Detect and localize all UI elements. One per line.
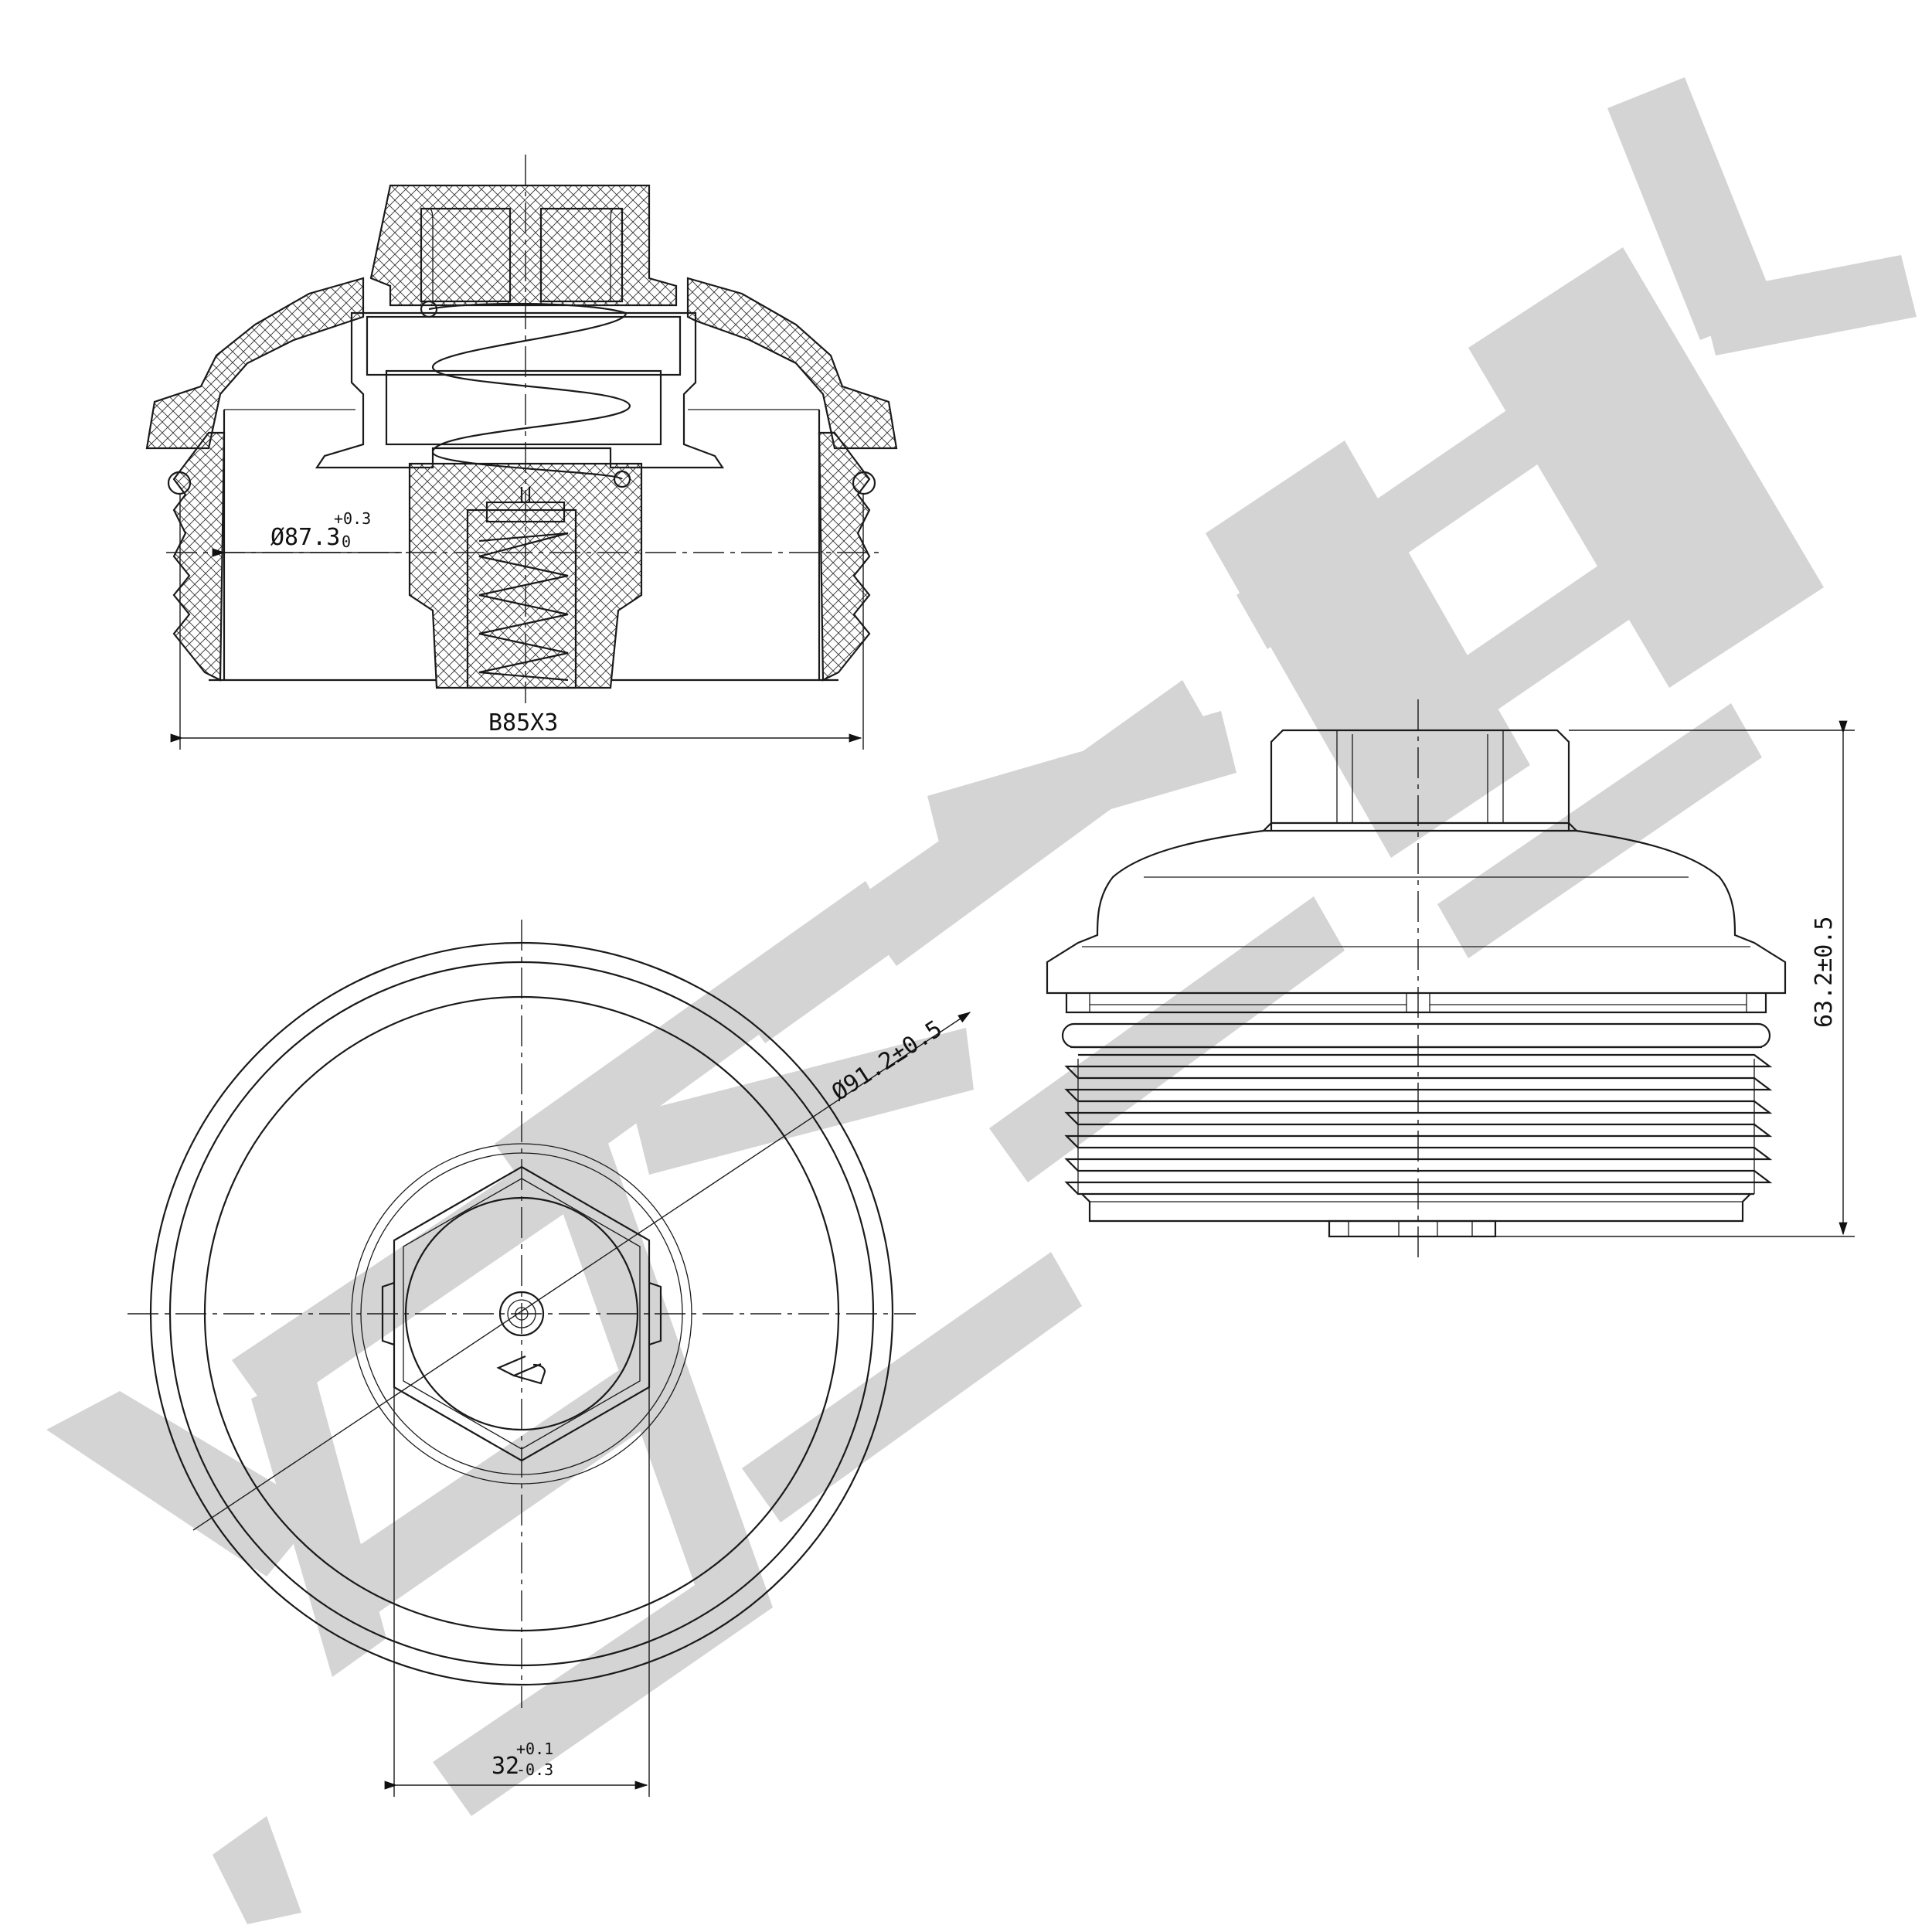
- section-view: Ø87.3 +0.3 0 B85X3: [145, 155, 898, 750]
- height-label: 63.2±0.5: [1811, 917, 1838, 1029]
- watermark-logo: [46, 77, 1917, 1924]
- thread-diameter-lower-tol: 0: [342, 532, 351, 551]
- hex-width-upper-tol: +0.1: [516, 1740, 553, 1758]
- hex-width-lower-tol: -0.3: [516, 1760, 553, 1779]
- side-view: 63.2±0.5: [1046, 699, 1855, 1264]
- thread-diameter-label: Ø87.3: [270, 524, 340, 551]
- hex-width-label: 32: [492, 1753, 519, 1780]
- thread-diameter-upper-tol: +0.3: [334, 509, 371, 528]
- thread-spec-label: B85X3: [488, 709, 558, 736]
